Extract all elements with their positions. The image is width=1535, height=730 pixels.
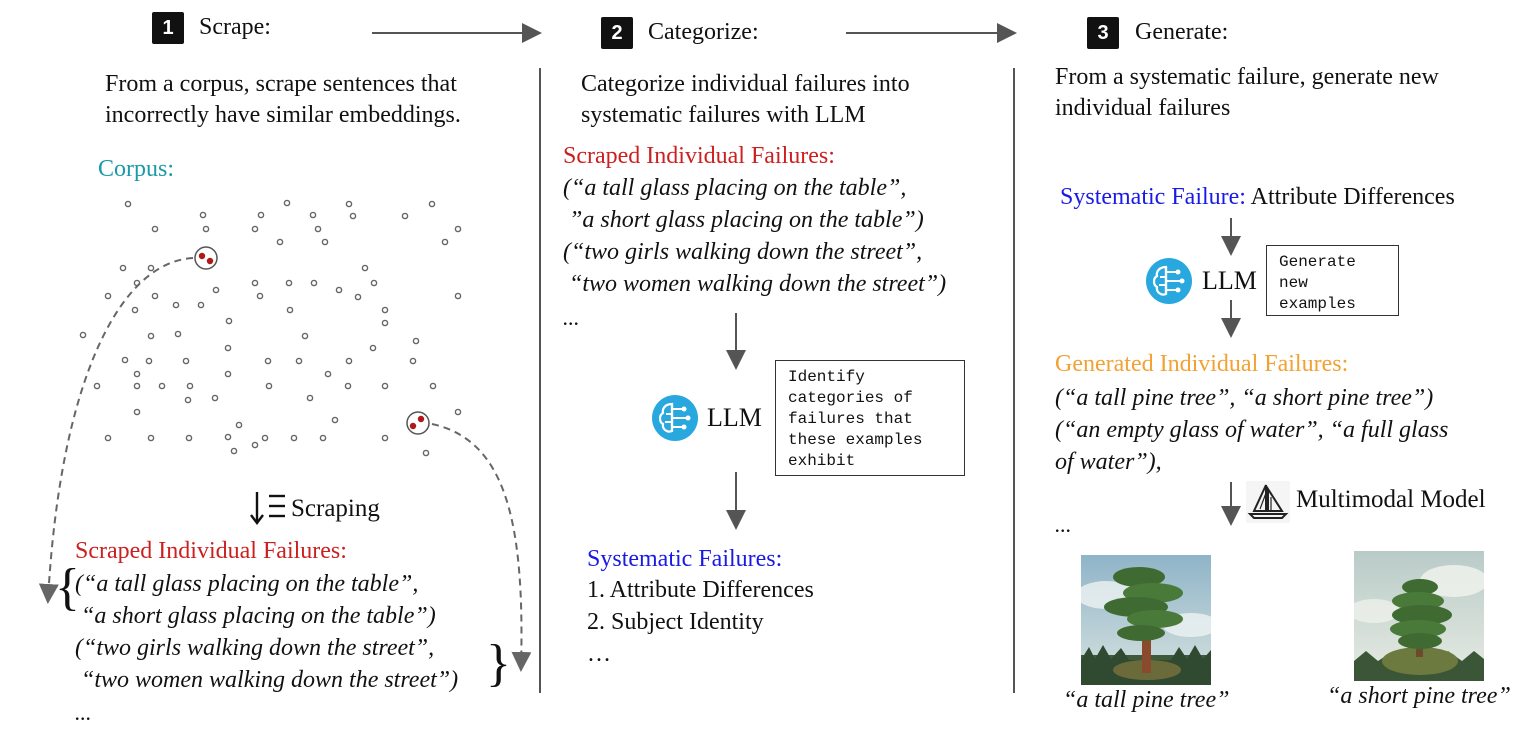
brain-llm-icon [1146,258,1192,304]
corpus-points [79,199,462,457]
divider-2 [1013,68,1015,693]
p1-failure-line-2: “a short glass placing on the table”) [75,603,436,629]
failure-pair-1 [194,246,218,270]
generated-line-2: (“an empty glass of water”, “a full glas… [1055,417,1449,443]
p1-failure-line-3: (“two girls walking down the street”, [75,635,435,661]
scrape-curve-left [38,257,194,604]
brain-llm-icon [652,395,698,441]
p3-llm-prompt: Generate new examples [1266,245,1399,316]
p2-failure-line-2: ”a short glass placing on the table”) [563,207,924,233]
generated-failures-heading: Generated Individual Failures: [1055,351,1349,377]
failure-pair-2 [406,411,430,435]
p3-llm-label: LLM [1202,266,1257,295]
generated-line-3: of water”), [1055,449,1162,475]
p3-ellipsis: ... [1055,512,1072,537]
p1-failure-line-4: “two women walking down the street”) [75,667,459,693]
step-2-description: Categorize individual failures into syst… [581,71,910,128]
systematic-item-3: … [587,641,611,667]
p1-ellipsis: ... [75,700,92,725]
p2-ellipsis: ... [563,305,580,330]
short-pine-caption: “a short pine tree” [1327,683,1511,709]
p2-llm-label: LLM [707,403,762,432]
systematic-failures-heading: Systematic Failures: [587,546,783,572]
p3-systematic-label: Systematic Failure: [1060,184,1246,210]
left-brace: { [55,559,80,616]
p2-failure-line-1: (“a tall glass placing on the table”, [563,175,907,201]
right-brace: } [486,635,511,692]
step-3-badge: 3 [1087,17,1119,49]
tall-pine-tree-image [1081,555,1211,685]
step-2-badge: 2 [601,17,633,49]
short-pine-tree-image [1354,551,1484,681]
generated-line-1: (“a tall pine tree”, “a short pine tree”… [1055,385,1434,411]
p1-failure-line-1: (“a tall glass placing on the table”, [75,571,419,597]
corpus-scatter [79,199,462,457]
p3-systematic-line: Systematic Failure: Attribute Difference… [1060,184,1455,211]
step-2-title: Categorize: [648,19,759,45]
scraping-label: Scraping [291,495,380,522]
step-3-title: Generate: [1135,19,1229,45]
p2-failures-heading: Scraped Individual Failures: [563,143,835,169]
tall-pine-caption: “a tall pine tree” [1063,687,1230,713]
p2-failure-line-3: (“two girls walking down the street”, [563,239,923,265]
sailboat-icon [1246,481,1290,523]
p2-llm-prompt: Identify categories of failures that the… [775,360,965,476]
p2-failure-line-4: “two women walking down the street”) [563,271,947,297]
systematic-item-2: 2. Subject Identity [587,609,764,635]
divider-1 [539,68,541,693]
scrape-curve-right [431,423,532,672]
p1-failures-heading: Scraped Individual Failures: [75,538,347,564]
multimodal-model-label: Multimodal Model [1296,486,1486,513]
p3-systematic-value: Attribute Differences [1250,184,1455,210]
systematic-item-1: 1. Attribute Differences [587,577,814,603]
step-1-description: From a corpus, scrape sentences that inc… [105,71,461,128]
corpus-label: Corpus: [98,156,175,182]
sort-descending-icon [250,492,285,525]
step-1-title: Scrape: [199,14,271,40]
step-3-description: From a systematic failure, generate new … [1055,64,1439,121]
step-1-badge: 1 [152,12,184,44]
